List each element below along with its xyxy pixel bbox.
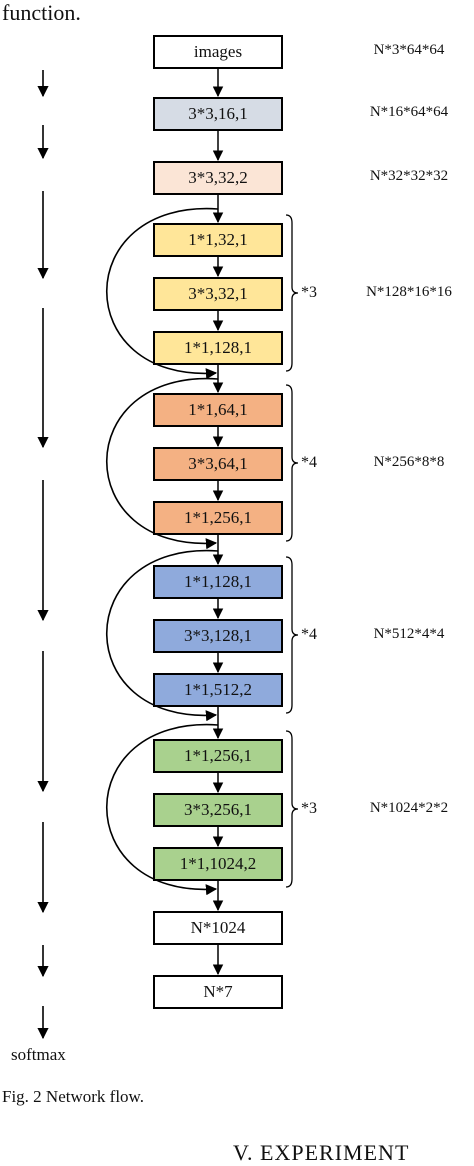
stage-brace-1	[285, 384, 299, 542]
repeat-multiplier-1: *4	[301, 454, 317, 471]
layer-block-13: 3*3,256,1	[153, 793, 283, 827]
layer-block-6: 1*1,64,1	[153, 393, 283, 427]
tensor-shape-label-5: N*512*4*4	[373, 626, 445, 642]
stage-brace-0	[285, 214, 299, 372]
layer-block-2: 3*3,32,2	[153, 161, 283, 195]
layer-block-3: 1*1,32,1	[153, 223, 283, 257]
repeat-multiplier-3: *3	[301, 800, 317, 817]
layer-block-4: 3*3,32,1	[153, 277, 283, 311]
skip-connection-curve-0	[105, 208, 219, 380]
stage-brace-2	[285, 556, 299, 714]
intro-text: function.	[2, 0, 81, 25]
stage-brace-3	[285, 730, 299, 888]
layer-block-15: N*1024	[153, 911, 283, 945]
layer-block-11: 1*1,512,2	[153, 673, 283, 707]
layer-block-14: 1*1,1024,2	[153, 847, 283, 881]
layer-block-9: 1*1,128,1	[153, 565, 283, 599]
skip-connection-curve-1	[105, 378, 219, 550]
tensor-shape-label-1: N*16*64*64	[369, 104, 449, 120]
layer-block-1: 3*3,16,1	[153, 97, 283, 131]
tensor-shape-label-3: N*128*16*16	[366, 284, 452, 300]
tensor-shape-label-0: N*3*64*64	[373, 42, 445, 58]
layer-block-12: 1*1,256,1	[153, 739, 283, 773]
layer-block-16: N*7	[153, 975, 283, 1009]
skip-connection-curve-3	[105, 724, 219, 896]
tensor-shape-label-4: N*256*8*8	[373, 454, 445, 470]
figure-caption: Fig. 2 Network flow.	[2, 1087, 144, 1106]
softmax-label: softmax	[11, 1045, 66, 1064]
tensor-shape-label-2: N*32*32*32	[369, 168, 449, 184]
layer-block-0: images	[153, 35, 283, 69]
section-heading: V. EXPERIMENT	[233, 1140, 410, 1165]
layer-block-8: 1*1,256,1	[153, 501, 283, 535]
layer-block-10: 3*3,128,1	[153, 619, 283, 653]
tensor-shape-label-6: N*1024*2*2	[369, 800, 449, 816]
repeat-multiplier-2: *4	[301, 626, 317, 643]
layer-block-7: 3*3,64,1	[153, 447, 283, 481]
skip-connection-curve-2	[105, 550, 219, 722]
repeat-multiplier-0: *3	[301, 284, 317, 301]
layer-block-5: 1*1,128,1	[153, 331, 283, 365]
